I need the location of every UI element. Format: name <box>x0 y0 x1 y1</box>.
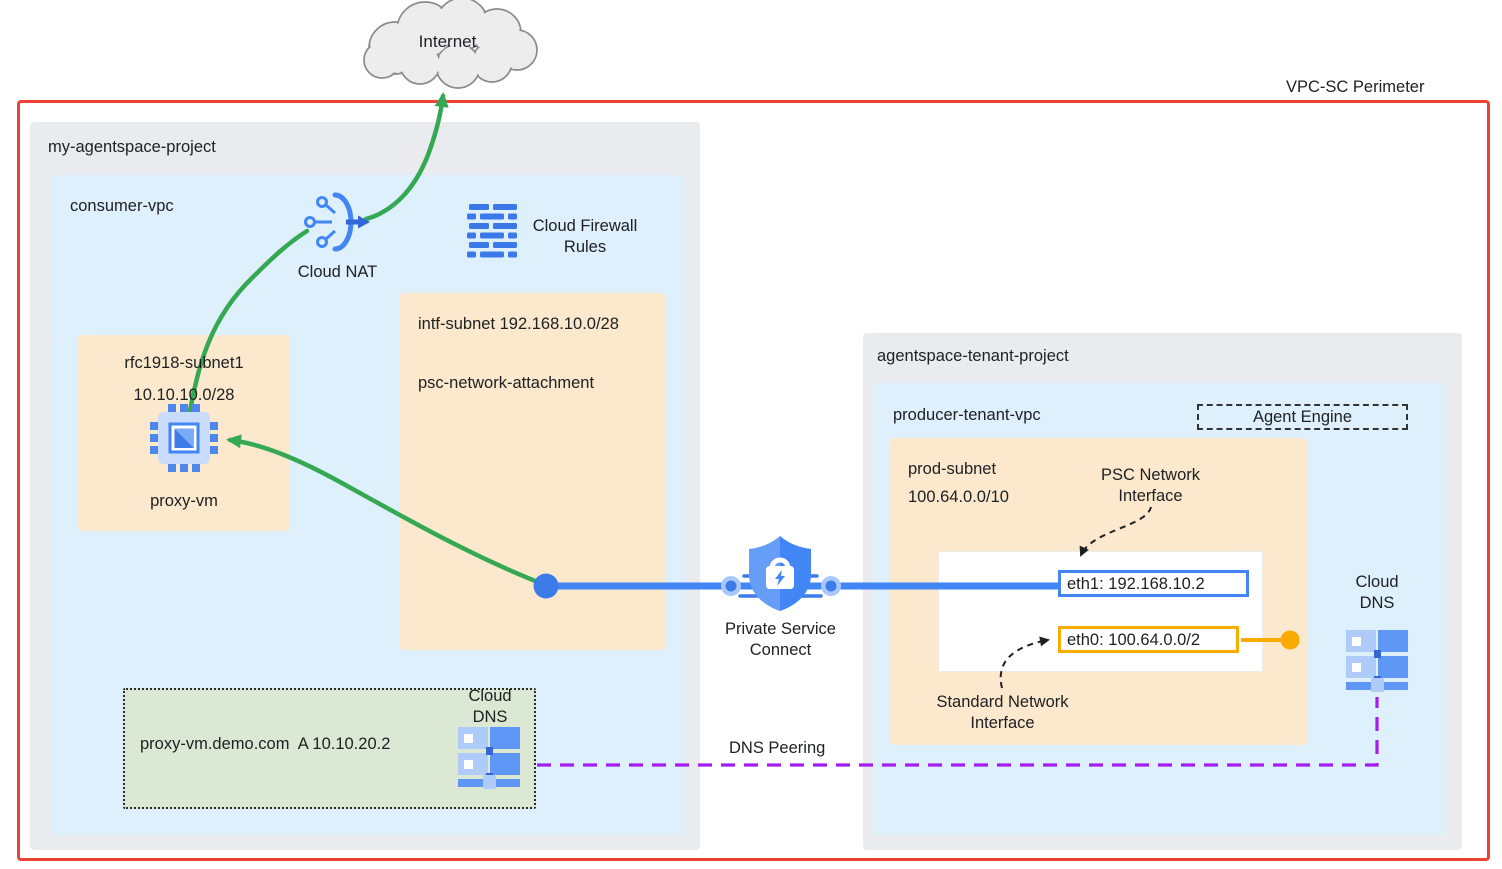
psc-nic-label: PSC Network Interface <box>1088 465 1213 507</box>
proxy-vm-label: proxy-vm <box>150 492 218 510</box>
cloud-firewall-label-line2: Rules <box>563 238 607 256</box>
standard-nic-label: Standard Network Interface <box>920 692 1085 734</box>
dns-zone-title: Cloud DNS <box>454 686 526 728</box>
dns-zone-title-line2: DNS <box>472 708 508 726</box>
dns-zone-title-line1: Cloud <box>468 687 512 705</box>
tenant-cloud-dns-label-line1: Cloud <box>1355 573 1399 591</box>
standard-nic-label-line1: Standard Network <box>936 693 1069 711</box>
rfc1918-subnet-cidr: 10.10.10.0/28 <box>133 386 235 404</box>
standard-nic-label-line2: Interface <box>970 714 1035 732</box>
psc-label-line1: Private Service <box>725 620 836 638</box>
vpc-sc-perimeter-box <box>17 100 1490 861</box>
tenant-cloud-dns-label: Cloud DNS <box>1341 572 1413 614</box>
dns-record-text: proxy-vm.demo.com A 10.10.20.2 <box>140 735 391 753</box>
vpc-sc-perimeter-label: VPC-SC Perimeter <box>1286 78 1425 96</box>
eth0-box: eth0: 100.64.0.0/2 <box>1058 626 1239 653</box>
intf-subnet-label: intf-subnet 192.168.10.0/28 <box>418 315 619 333</box>
cloud-firewall-label: Cloud Firewall Rules <box>521 216 649 258</box>
eth1-box: eth1: 192.168.10.2 <box>1058 570 1249 597</box>
psc-label-line2: Connect <box>749 641 812 659</box>
prod-subnet-cidr: 100.64.0.0/10 <box>908 488 1009 506</box>
consumer-vpc-title: consumer-vpc <box>70 197 174 215</box>
cloud-firewall-label-line1: Cloud Firewall <box>532 217 638 235</box>
consumer-project-title: my-agentspace-project <box>48 138 216 156</box>
psc-network-attachment-label: psc-network-attachment <box>418 374 595 392</box>
internet-label: Internet <box>418 32 477 51</box>
tenant-cloud-dns-label-line2: DNS <box>1359 594 1395 612</box>
intf-subnet-box <box>400 293 666 650</box>
prod-subnet-name: prod-subnet <box>908 460 997 478</box>
producer-vpc-title: producer-tenant-vpc <box>893 406 1041 424</box>
cloud-nat-label: Cloud NAT <box>297 263 378 281</box>
tenant-project-title: agentspace-tenant-project <box>877 347 1069 365</box>
agent-engine-box: Agent Engine <box>1197 404 1408 430</box>
psc-nic-label-line2: Interface <box>1118 487 1183 505</box>
rfc1918-subnet-name: rfc1918-subnet1 <box>124 354 244 372</box>
dns-peering-label: DNS Peering <box>729 739 826 757</box>
psc-label: Private Service Connect <box>708 619 853 661</box>
psc-nic-label-line1: PSC Network <box>1100 466 1201 484</box>
